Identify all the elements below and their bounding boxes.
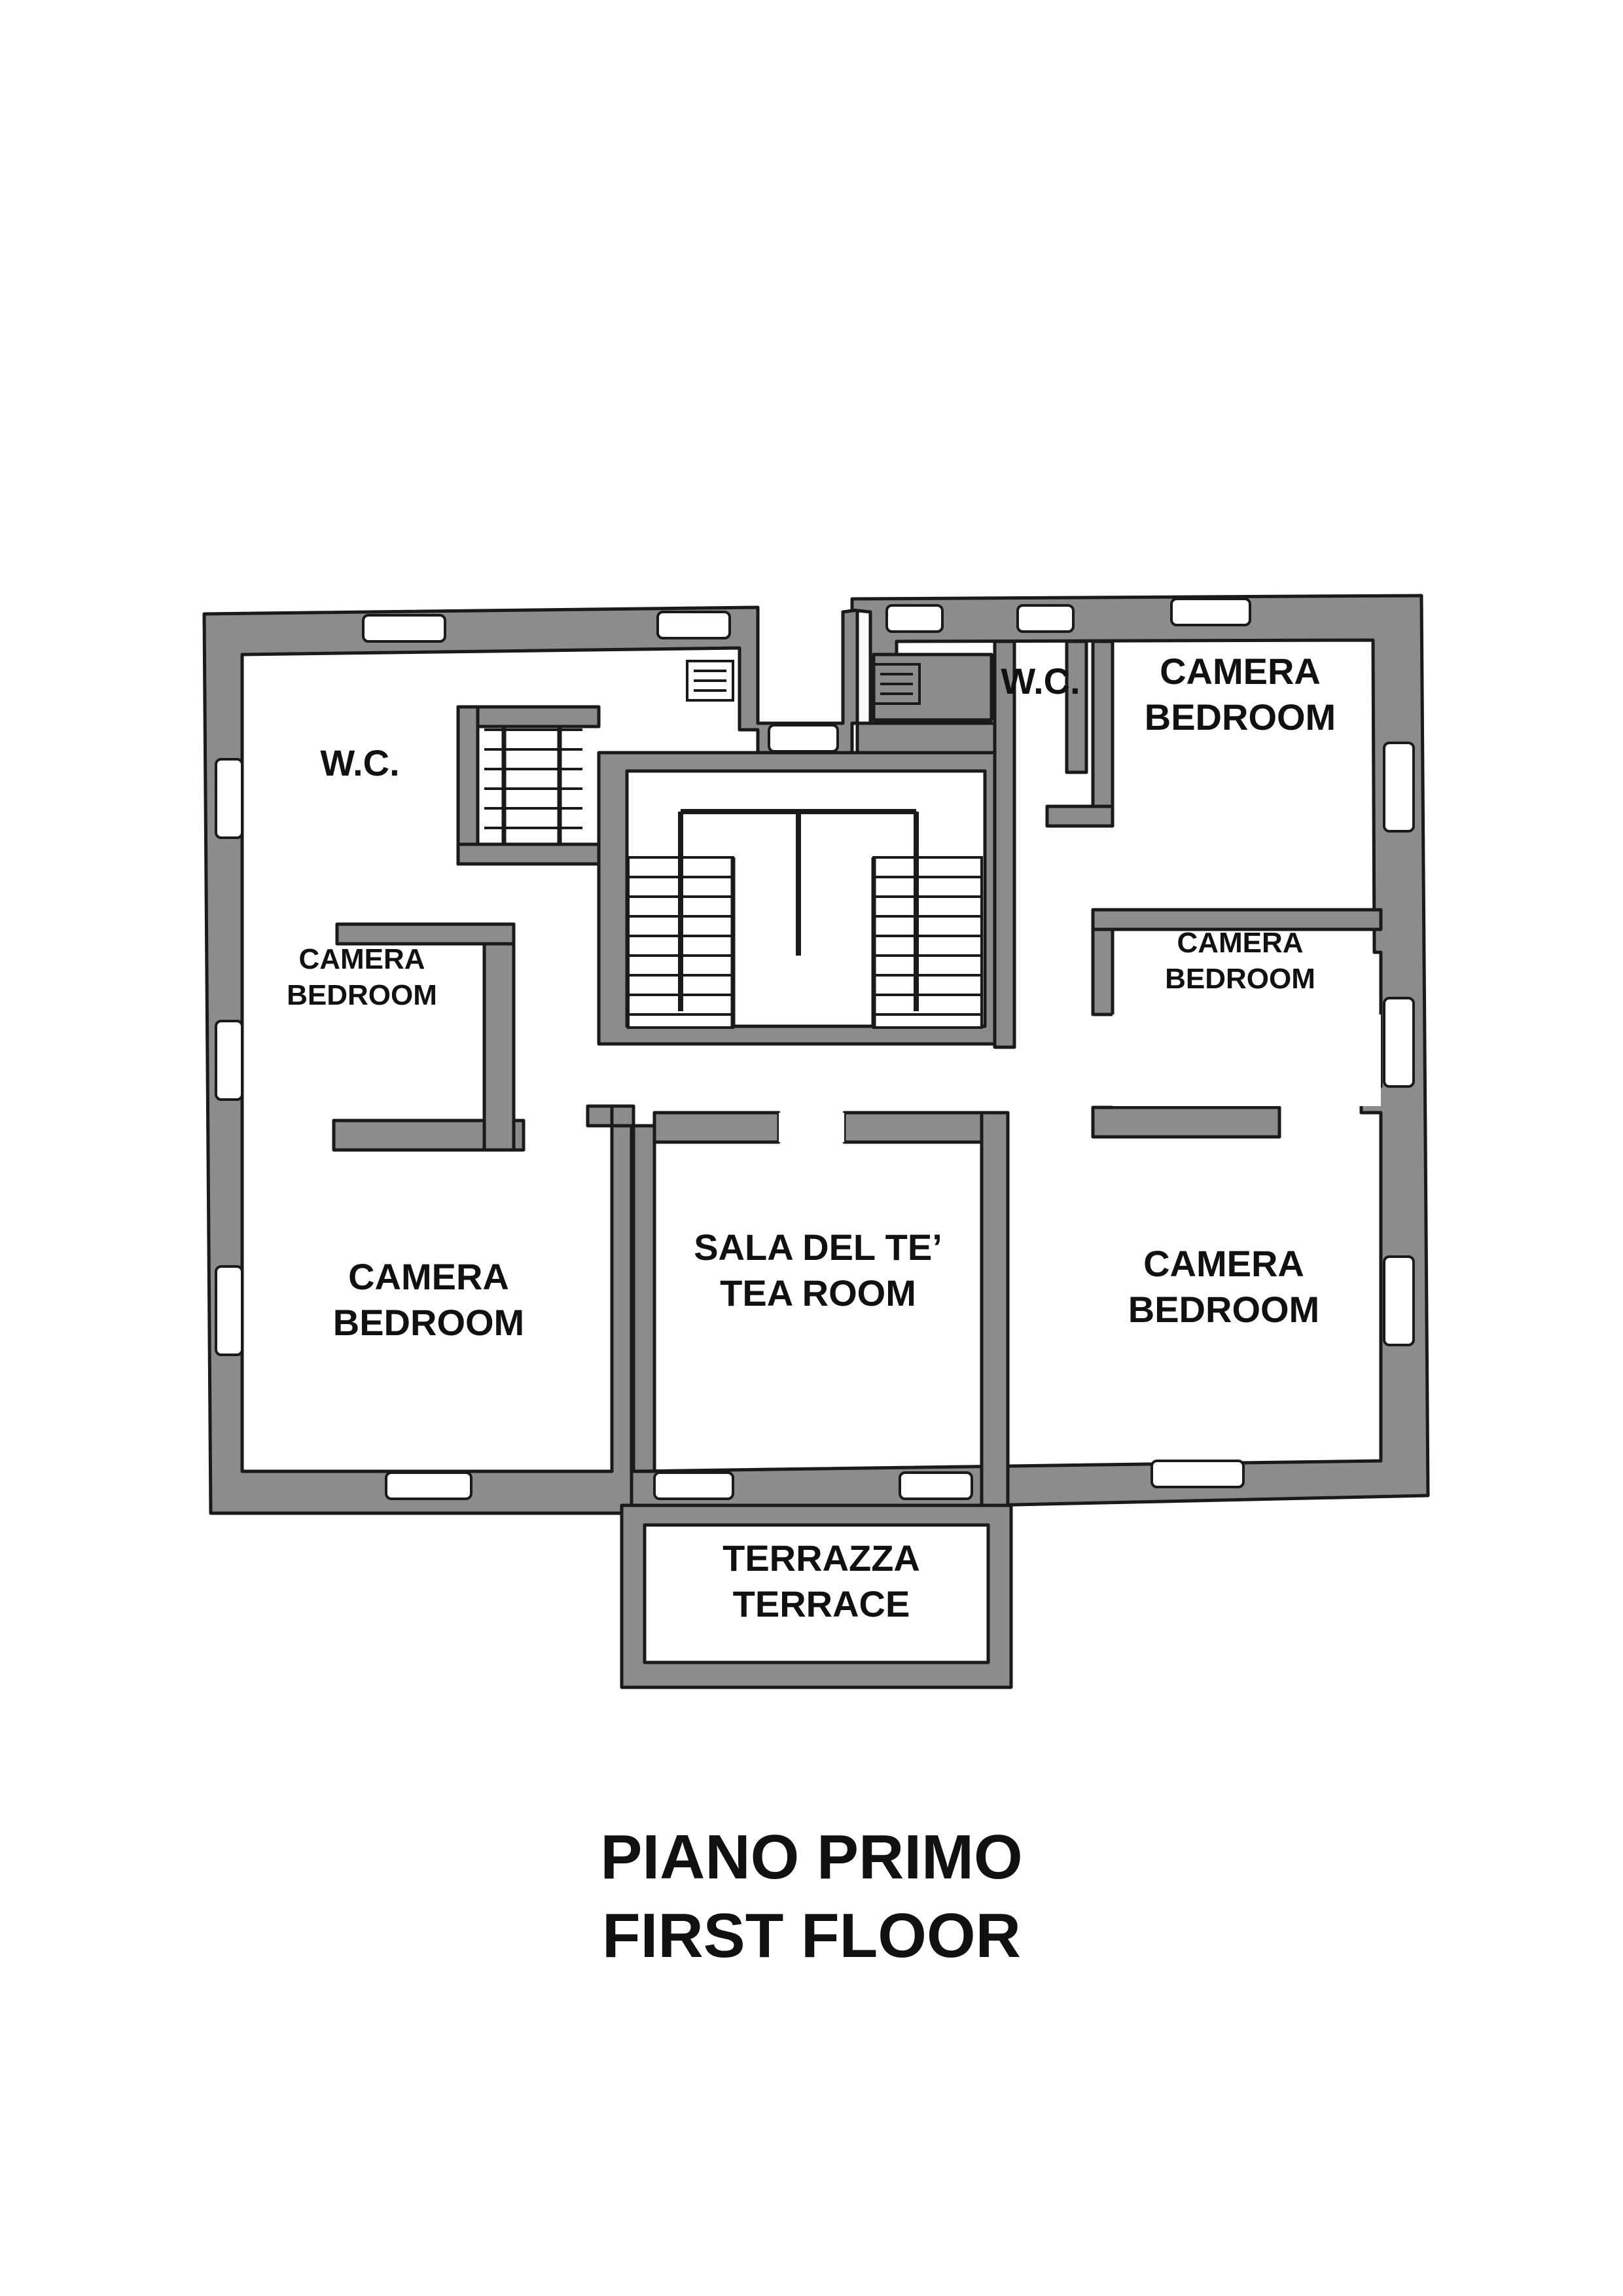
window	[1170, 598, 1251, 626]
window	[656, 611, 731, 639]
window	[1150, 1460, 1245, 1488]
doorway	[779, 1113, 844, 1142]
room-label-bedroom-mid-right: BEDROOM	[1165, 963, 1315, 995]
window	[1383, 742, 1415, 833]
wall-partition	[456, 705, 480, 866]
wall-partition	[1045, 804, 1115, 828]
room-label-bedroom-bottom-right: CAMERA	[1143, 1243, 1304, 1284]
staircase	[627, 809, 983, 1029]
window	[899, 1471, 973, 1500]
floor-title-english: FIRST FLOOR	[602, 1901, 1021, 1971]
floor-title-italian: PIANO PRIMO	[600, 1822, 1023, 1892]
room-label-terrace: TERRACE	[733, 1583, 910, 1624]
doorway	[1113, 1014, 1381, 1106]
window	[768, 724, 839, 753]
room-label-tea-room: TEA ROOM	[720, 1272, 916, 1314]
room-label-bedroom-bottom-right: BEDROOM	[1128, 1289, 1319, 1330]
room-label-terrace: TERRAZZA	[722, 1537, 920, 1579]
room-label-tea-room: SALA DEL TE’	[694, 1227, 942, 1268]
wall-partition	[993, 639, 1016, 1049]
room-label-bedroom-mid-right: CAMERA	[1177, 927, 1303, 959]
room-label-bedroom-top-right: BEDROOM	[1145, 696, 1336, 738]
wall-partition	[1091, 908, 1383, 931]
wall-partition	[335, 922, 516, 946]
wall-left-block	[202, 605, 859, 1515]
wall-partition	[652, 1111, 781, 1144]
window	[653, 1471, 734, 1500]
room-label-bedroom-mid-left: BEDROOM	[287, 979, 437, 1011]
window	[1383, 997, 1415, 1088]
window	[385, 1471, 473, 1500]
room-label-wc-left: W.C.	[320, 742, 399, 783]
wall-partition	[1091, 639, 1115, 820]
wall-partition	[980, 1111, 1010, 1514]
wall-partition	[456, 705, 601, 728]
radiator	[686, 660, 921, 705]
room-label-bedroom-top-right: CAMERA	[1160, 651, 1321, 692]
room-label-bedroom-bottom-left: BEDROOM	[333, 1302, 524, 1343]
window	[215, 1020, 243, 1101]
window	[1383, 1255, 1415, 1346]
window	[1016, 604, 1075, 633]
wall-partition	[855, 721, 997, 755]
room-label-wc-right: W.C.	[1001, 660, 1080, 702]
service-staircase	[484, 726, 582, 844]
room-label-bedroom-bottom-left: CAMERA	[348, 1256, 509, 1297]
wall-partition	[456, 842, 601, 866]
wall-terrace	[620, 1503, 1013, 1689]
wall-partition	[1065, 639, 1088, 774]
window	[885, 604, 944, 633]
wall-partition	[482, 922, 516, 1152]
window	[362, 614, 446, 643]
room-label-bedroom-mid-left: CAMERA	[298, 943, 425, 975]
wall-partition	[1091, 1105, 1281, 1139]
window	[215, 1265, 243, 1356]
window	[215, 758, 243, 839]
